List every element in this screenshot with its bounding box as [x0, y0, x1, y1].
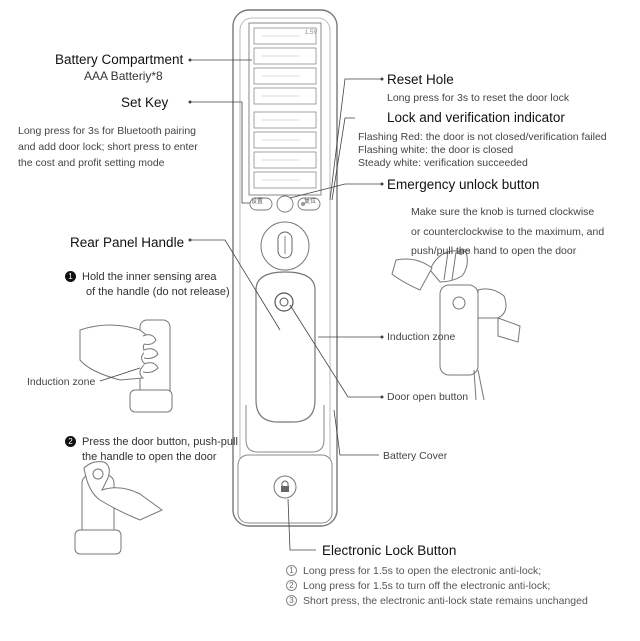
step2-line-2: the handle to open the door: [82, 451, 217, 463]
set-key-desc-2: and add door lock; short press to enter: [18, 141, 198, 153]
set-key-title: Set Key: [121, 95, 169, 110]
battery-mark: 1.5V: [305, 30, 318, 36]
emergency-title: Emergency unlock button: [387, 177, 540, 192]
step1-number: 1: [65, 271, 76, 282]
reset-hole: [297, 197, 321, 211]
emergency-desc-3: push/pull the hand to open the door: [411, 245, 577, 257]
door-open-label: Door open button: [387, 391, 469, 403]
set-key-desc-3: the cost and profit setting mode: [18, 157, 165, 169]
door-open-button: [274, 292, 294, 312]
step1-line-2: of the handle (do not release): [86, 286, 230, 298]
indicator-line-1: Flashing Red: the door is not closed/ver…: [358, 131, 607, 143]
emergency-desc-2: or counterclockwise to the maximum, and: [411, 226, 605, 238]
rear-panel-handle: [255, 271, 316, 423]
emergency-illustration: [391, 250, 521, 401]
step1-illustration: [79, 319, 173, 413]
emergency-knob: [276, 195, 294, 213]
induction-zone-right: Induction zone: [387, 331, 456, 343]
step2-number: 2: [65, 436, 76, 447]
indicator-title: Lock and verification indicator: [387, 110, 565, 125]
rear-panel-title: Rear Panel Handle: [70, 235, 185, 250]
batteries: [253, 27, 317, 189]
battery-compartment-title: Battery Compartment: [55, 52, 184, 67]
set-key: [249, 197, 273, 211]
induction-zone-left: Induction zone: [27, 376, 96, 388]
battery-cover-label: Battery Cover: [383, 450, 448, 462]
reset-hole-title: Reset Hole: [387, 72, 454, 87]
electronic-lock-title: Electronic Lock Button: [322, 543, 457, 558]
reset-hole-desc: Long press for 3s to reset the door lock: [387, 92, 570, 104]
set-key-device-label: 设置: [251, 199, 264, 205]
step2-illustration: [74, 461, 163, 555]
indicator-line-3: Steady white: verification succeeded: [358, 157, 528, 169]
set-key-desc-1: Long press for 3s for Bluetooth pairing: [18, 125, 197, 137]
indicator-line-2: Flashing white: the door is closed: [358, 144, 514, 156]
emergency-desc-1: Make sure the knob is turned clockwise: [411, 206, 595, 218]
battery-compartment: [248, 22, 322, 196]
reset-device-label: 复位: [304, 199, 317, 205]
battery-compartment-sub: AAA Batteriy*8: [84, 69, 163, 83]
